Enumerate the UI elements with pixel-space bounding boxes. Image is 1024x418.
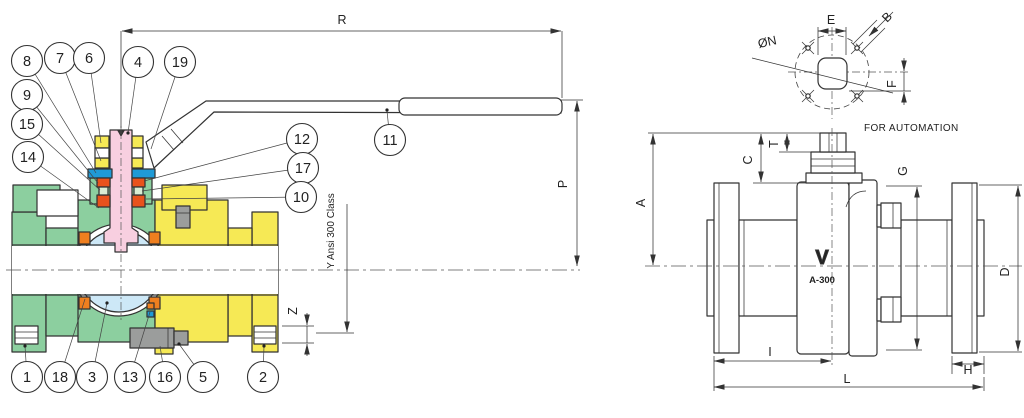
seat-rings [78, 231, 161, 310]
callout-10: 10 [284, 180, 318, 214]
body-joint-plate [848, 179, 878, 357]
svg-text:9: 9 [23, 88, 31, 104]
side-view-dimensions: A C T G D H I L [634, 132, 1022, 391]
callout-15: 15 [10, 107, 44, 141]
callout-3: 3 [75, 360, 109, 394]
section-dimensions: R P Z Y Ansi 300 Class [120, 13, 583, 356]
callout-8: 8 [10, 44, 44, 78]
packing-rings [96, 177, 146, 208]
right-neck-side [900, 219, 953, 317]
automation-note: FOR AUTOMATION [864, 123, 959, 134]
model-marking: A-300 [809, 275, 835, 286]
drain-plug-head [173, 330, 189, 346]
svg-text:1: 1 [23, 370, 31, 386]
svg-text:15: 15 [19, 117, 35, 133]
dim-label-t: T [767, 140, 781, 148]
callout-18: 18 [43, 360, 77, 394]
stem-nut [819, 132, 847, 153]
callout-16: 16 [148, 360, 182, 394]
body-notch [36, 189, 79, 217]
stem-top-view: E B ØN F FOR AUTOMATION [751, 9, 959, 134]
drain-plug [129, 327, 175, 349]
svg-text:11: 11 [382, 133, 397, 149]
callout-balloons: 8 7 6 4 19 9 15 14 12 17 10 11 1 18 3 13… [10, 41, 407, 394]
mount-bolt-holes [801, 41, 864, 103]
side-view: V A-300 A C T G D H [634, 128, 1022, 391]
callout-6: 6 [72, 41, 106, 75]
callout-2: 2 [246, 360, 280, 394]
right-flange-side [951, 182, 978, 354]
seat-retainer [146, 310, 155, 318]
svg-text:4: 4 [134, 55, 142, 71]
callout-1: 1 [10, 360, 44, 394]
callout-19: 19 [163, 45, 197, 79]
brand-logo: V [815, 247, 829, 269]
svg-text:6: 6 [85, 51, 93, 67]
callout-13: 13 [113, 360, 147, 394]
dim-label-z: Z [286, 307, 300, 315]
callout-5: 5 [186, 360, 220, 394]
svg-text:7: 7 [56, 51, 64, 67]
svg-text:16: 16 [157, 370, 173, 386]
joint-bolt-top [880, 202, 902, 229]
dim-label-h: H [963, 363, 972, 377]
callout-9: 9 [10, 78, 44, 112]
svg-text:10: 10 [293, 190, 309, 206]
dim-label-l: L [844, 372, 851, 386]
dim-label-b: B [879, 9, 895, 25]
flange-bolt-holes [14, 325, 277, 345]
gland-stack [810, 151, 856, 174]
top-view-dimensions: E B ØN F [751, 9, 911, 105]
callout-17: 17 [286, 151, 320, 185]
handle-grip [398, 97, 563, 116]
left-flange-face [706, 219, 715, 317]
gland-packing-stack [87, 135, 156, 208]
dim-label-n: ØN [757, 33, 778, 51]
dim-label-c: C [741, 155, 755, 164]
callout-11: 11 [373, 123, 407, 157]
bonnet-plate [805, 172, 863, 184]
joint-bolt-bottom [880, 296, 902, 323]
hardware [129, 205, 191, 355]
svg-text:17: 17 [295, 161, 311, 177]
dim-label-g: G [896, 166, 910, 176]
section-view: R P Z Y Ansi 300 Class [6, 13, 583, 394]
callout-14: 14 [11, 140, 45, 174]
dim-label-f: F [885, 80, 899, 88]
right-flange-face [976, 219, 985, 317]
callout-7: 7 [43, 41, 77, 75]
svg-text:2: 2 [259, 370, 267, 386]
dim-label-p: P [556, 180, 570, 188]
left-neck-side [738, 219, 798, 317]
callout-12: 12 [285, 122, 319, 156]
svg-text:19: 19 [172, 55, 188, 71]
dim-label-a: A [634, 198, 648, 207]
handle [145, 97, 563, 169]
class-note: Y Ansi 300 Class [326, 193, 337, 268]
svg-text:12: 12 [294, 132, 310, 148]
stem-top-profile [817, 57, 848, 90]
callout-4: 4 [121, 45, 155, 79]
dim-label-d: D [998, 267, 1012, 276]
dim-label-r: R [337, 13, 346, 27]
svg-text:5: 5 [199, 370, 207, 386]
left-flange-side [713, 182, 740, 354]
body-joint-bolt [175, 205, 191, 229]
svg-text:8: 8 [23, 54, 31, 70]
svg-text:3: 3 [88, 370, 96, 386]
dim-label-i: I [768, 345, 771, 359]
svg-text:14: 14 [20, 150, 36, 166]
svg-text:18: 18 [52, 370, 68, 386]
svg-text:13: 13 [122, 370, 138, 386]
dim-label-e: E [827, 13, 835, 27]
